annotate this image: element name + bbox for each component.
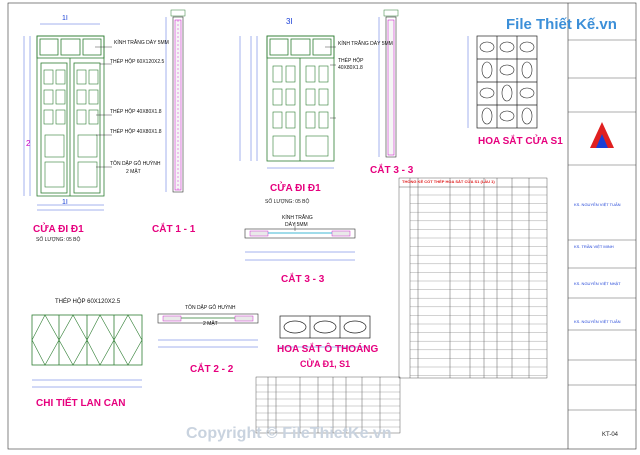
- note-plate-mid-b: 2 MẶT: [203, 321, 218, 327]
- subtitle-vent-grill: CỬA Đ1, S1: [300, 359, 351, 369]
- title-block: [568, 39, 636, 411]
- note-glass-mid: KÍNH TRẮNG: [282, 215, 313, 221]
- title-section-1-1: CẮT 1 - 1: [152, 224, 196, 235]
- note-railing-tube: THÉP HỘP 60X120X2.5: [55, 299, 121, 305]
- signer-3: KS. NGUYỄN VIỆT NHẬT: [574, 281, 621, 286]
- marker-1-front-bottom: 1I: [62, 199, 68, 206]
- note-glass-back: KÍNH TRẮNG DÀY 5MM: [338, 41, 393, 47]
- lower-table: [255, 376, 401, 434]
- watermark-copyright: Copyright © FileThietKe.vn: [186, 425, 392, 442]
- door-d1-front-dims: [23, 23, 104, 211]
- grill-s1: [467, 35, 538, 129]
- watermark-brand: File Thiết Kế.vn: [506, 16, 617, 33]
- note-plate-mid: TÔN DẬP GỖ HUỲNH: [185, 305, 236, 311]
- note-plate: TÔN DẬP GỖ HUỲNH: [110, 161, 161, 167]
- steel-schedule-table: [398, 177, 548, 379]
- title-door-d1-front: CỬA ĐI Đ1: [33, 224, 84, 235]
- lower-table-rows: [256, 384, 400, 428]
- title-section-2-2: CẮT 2 - 2: [190, 364, 234, 375]
- signer-1: KS. NGUYỄN VIỆT TUẤN: [574, 202, 621, 207]
- signer-4: KS. NGUYỄN VIỆT TUẤN: [574, 319, 621, 324]
- subtitle-door-d1-back: SỐ LƯỢNG: 05 BỘ: [265, 199, 310, 205]
- note-tube-back: THÉP HỘP: [338, 58, 364, 64]
- section-1-1: [165, 9, 186, 193]
- note-plate-b: 2 MẶT: [126, 169, 141, 175]
- title-railing: CHI TIẾT LAN CAN: [36, 398, 126, 409]
- subtitle-door-d1-front: SỐ LƯỢNG: 05 BỘ: [36, 237, 81, 243]
- note-tube-40x80-b: THÉP HỘP 40X80X1.8: [110, 129, 162, 135]
- marker-3-back: 3I: [286, 17, 293, 26]
- company-logo: [590, 122, 614, 148]
- door-d1-back: [266, 35, 335, 162]
- note-tube-40x80: THÉP HỘP 40X80X1.8: [110, 109, 162, 115]
- note-tube-60x120: THÉP HỘP 60X120X2.5: [110, 59, 165, 65]
- signer-2: KS. TRẦN VIỆT MINH: [574, 244, 614, 249]
- marker-1-front: 1I: [62, 15, 68, 22]
- title-grill-s1: HOA SẮT CỬA S1: [478, 136, 563, 147]
- leaders-front: [95, 46, 112, 168]
- section-2-2: [157, 313, 259, 348]
- title-vent-grill: HOA SẮT Ô THOÁNG: [277, 344, 379, 355]
- note-tube-back-size: 40X80X1.8: [338, 65, 363, 71]
- table-title: THỐNG KÊ CỐT THÉP HOA SẮT CỬA S1 (LẦU 1): [402, 179, 495, 184]
- steel-schedule-rows: [410, 194, 547, 376]
- section-3-3-top: [378, 9, 399, 158]
- note-glass: KÍNH TRẮNG DÀY 5MM: [114, 40, 169, 46]
- vent-grill: [279, 315, 371, 348]
- door-d1-back-dims: [239, 36, 334, 169]
- title-section-3-3-mid: CẮT 3 - 3: [281, 274, 325, 285]
- section-3-3-mid: [244, 222, 356, 261]
- door-d1-front: [36, 35, 105, 197]
- sheet-number: KT-04: [602, 432, 619, 438]
- title-section-3-3-top: CẮT 3 - 3: [370, 165, 414, 176]
- note-glass-mid-b: DÀY 5MM: [285, 222, 308, 228]
- leaders-back: [325, 46, 336, 119]
- title-door-d1-back: CỬA ĐI Đ1: [270, 183, 321, 194]
- sheet-border: [7, 2, 637, 450]
- marker-2-left: 2: [26, 139, 31, 148]
- railing-detail: [31, 314, 143, 388]
